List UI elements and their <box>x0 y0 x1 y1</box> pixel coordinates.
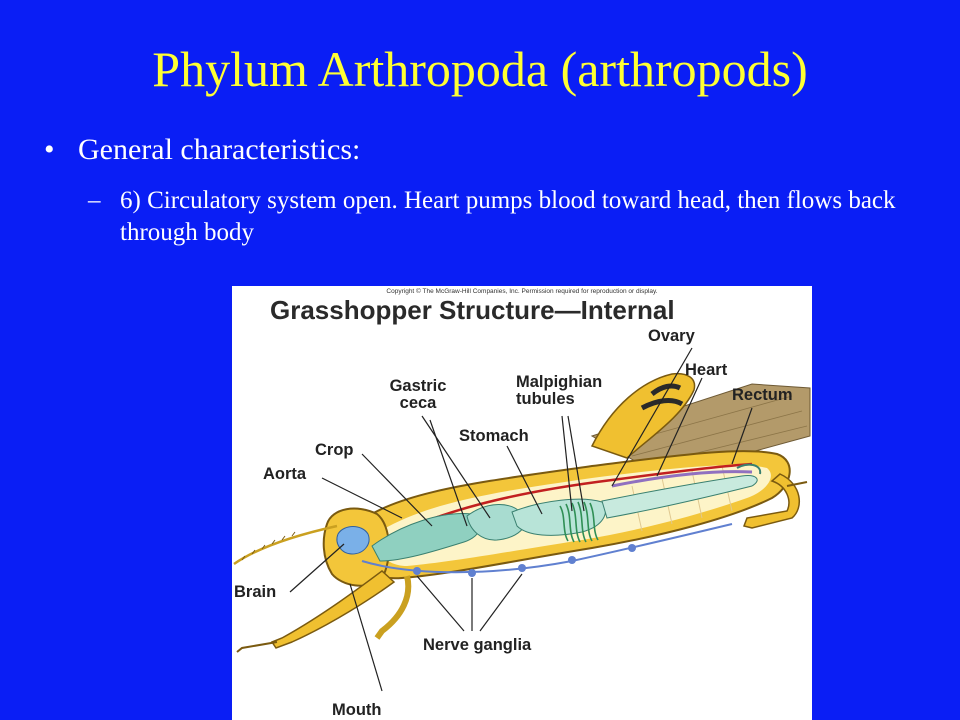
nerve-ganglia-marks <box>413 544 636 577</box>
sub-bullet-text: 6) Circulatory system open. Heart pumps … <box>120 187 896 246</box>
sub-bullet-circulatory: – 6) Circulatory system open. Heart pump… <box>88 185 918 249</box>
leader-lines <box>289 347 753 692</box>
grasshopper-illustration <box>233 347 811 692</box>
rectum <box>736 463 762 475</box>
figure-title: Grasshopper Structure—Internal <box>270 295 675 325</box>
label-ovary: Ovary <box>648 327 695 345</box>
label-crop: Crop <box>315 441 354 459</box>
label-nerve-ganglia: Nerve ganglia <box>423 636 532 654</box>
label-brain: Brain <box>234 583 277 601</box>
sub-bullet-dash: – <box>88 187 101 214</box>
label-gastric-ceca: Gastric ceca <box>378 378 458 412</box>
label-gastric-line2: ceca <box>399 394 437 412</box>
antenna <box>233 524 338 566</box>
label-gastric-line1: Gastric <box>389 377 447 395</box>
malpighian-tubules <box>559 501 599 543</box>
label-rectum: Rectum <box>732 386 793 404</box>
slide-title: Phylum Arthropoda (arthropods) <box>152 41 808 97</box>
brain <box>336 526 370 555</box>
intestine <box>601 475 758 519</box>
label-malpighian-line1: Malpighian <box>516 373 603 391</box>
label-aorta: Aorta <box>263 465 307 483</box>
front-leg <box>270 570 396 649</box>
bullet-general-characteristics: • General characteristics: <box>44 133 360 167</box>
label-stomach: Stomach <box>459 427 529 445</box>
label-heart: Heart <box>685 361 728 379</box>
ovary <box>611 470 753 488</box>
grasshopper-figure: Copyright © The McGraw-Hill Companies, I… <box>232 286 812 720</box>
hind-leg <box>590 372 696 459</box>
label-malpighian-tubules: Malpighian tubules <box>516 374 602 408</box>
label-malpighian-line2: tubules <box>516 390 575 408</box>
bullet-dot: • <box>44 133 55 166</box>
label-mouth: Mouth <box>332 701 382 719</box>
bullet-text: General characteristics: <box>78 133 361 166</box>
figure-copyright: Copyright © The McGraw-Hill Companies, I… <box>386 288 658 295</box>
